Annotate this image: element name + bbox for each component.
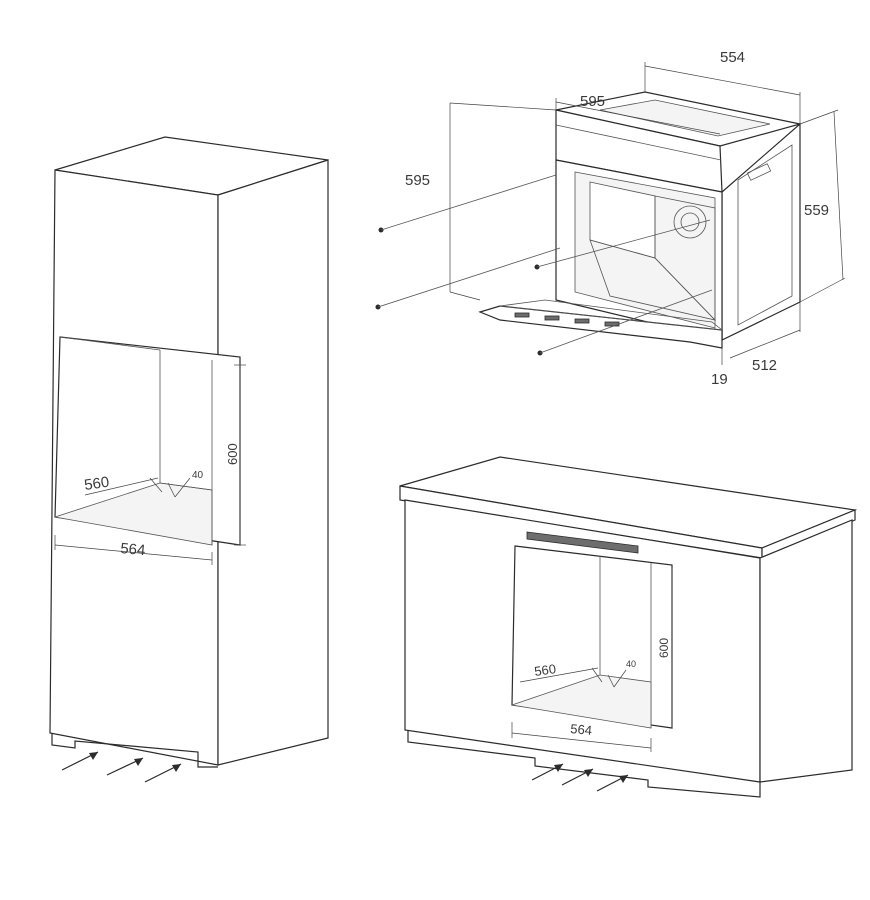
mounting-screws bbox=[375, 174, 713, 356]
base-cabinet: 560 40 600 564 bbox=[399, 456, 858, 798]
oven-front-thickness-label: 19 bbox=[711, 371, 728, 388]
base-height-label: 600 bbox=[657, 638, 671, 658]
tall-depth-label: 560 bbox=[83, 474, 110, 494]
airflow-arrows bbox=[61, 751, 182, 783]
tall-gap-label: 40 bbox=[192, 470, 204, 481]
base-gap-label: 40 bbox=[626, 659, 636, 669]
oven-height-label: 595 bbox=[405, 172, 430, 189]
tall-width-label: 564 bbox=[120, 540, 146, 559]
oven: 554 595 595 559 512 19 bbox=[375, 49, 846, 388]
oven-width-label: 595 bbox=[580, 93, 605, 110]
oven-depth-label: 554 bbox=[720, 49, 745, 66]
tall-height-label: 600 bbox=[225, 443, 240, 465]
tall-cabinet: 560 40 600 564 bbox=[49, 136, 329, 783]
base-width-label: 564 bbox=[570, 721, 593, 738]
base-airflow-arrows bbox=[531, 763, 629, 792]
oven-side-height-label: 559 bbox=[804, 202, 829, 219]
base-depth-label: 560 bbox=[533, 661, 557, 679]
oven-body-depth-label: 512 bbox=[752, 357, 777, 374]
